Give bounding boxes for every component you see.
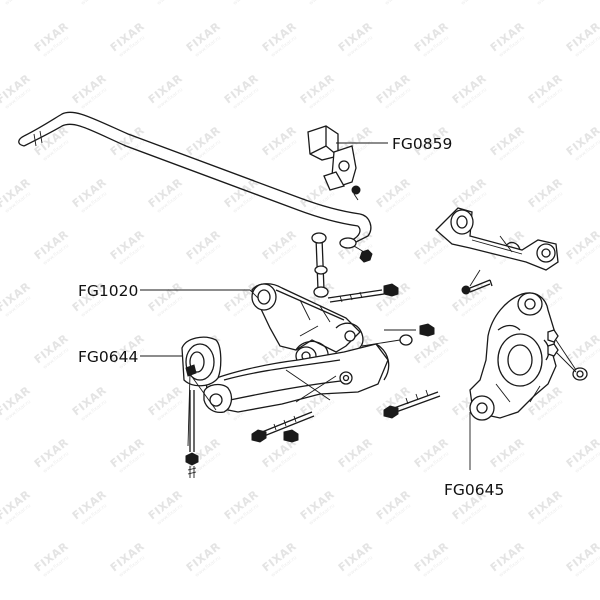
label-FG0859: FG0859 [392, 135, 452, 153]
watermark-site: www.fixar.ru [156, 0, 184, 7]
watermark-site: www.fixar.ru [4, 0, 32, 7]
knuckle [469, 292, 588, 421]
stabilizer-bushing [307, 125, 361, 201]
lower-arm-bushing [181, 336, 233, 478]
label-FG1020: FG1020 [78, 282, 138, 300]
watermark-site: www.fixar.ru [232, 0, 260, 7]
stabilizer-link [311, 232, 373, 298]
lower-arm [205, 343, 390, 413]
watermark-site: www.fixar.ru [80, 0, 108, 7]
watermark-site: www.fixar.ru [536, 0, 564, 7]
label-FG0645: FG0645 [444, 481, 504, 499]
watermark-site: www.fixar.ru [384, 0, 412, 7]
leader-lines [140, 142, 471, 470]
watermark-site: www.fixar.ru [460, 0, 488, 7]
stabilizer-bar [18, 111, 372, 249]
label-FG0644: FG0644 [78, 348, 138, 366]
watermark-site: www.fixar.ru [308, 0, 336, 7]
upper-control-arm-right [435, 207, 559, 295]
bolts-and-nuts [251, 283, 441, 443]
part-labels: FG0859 FG1020 FG0644 FG0645 [78, 135, 504, 499]
